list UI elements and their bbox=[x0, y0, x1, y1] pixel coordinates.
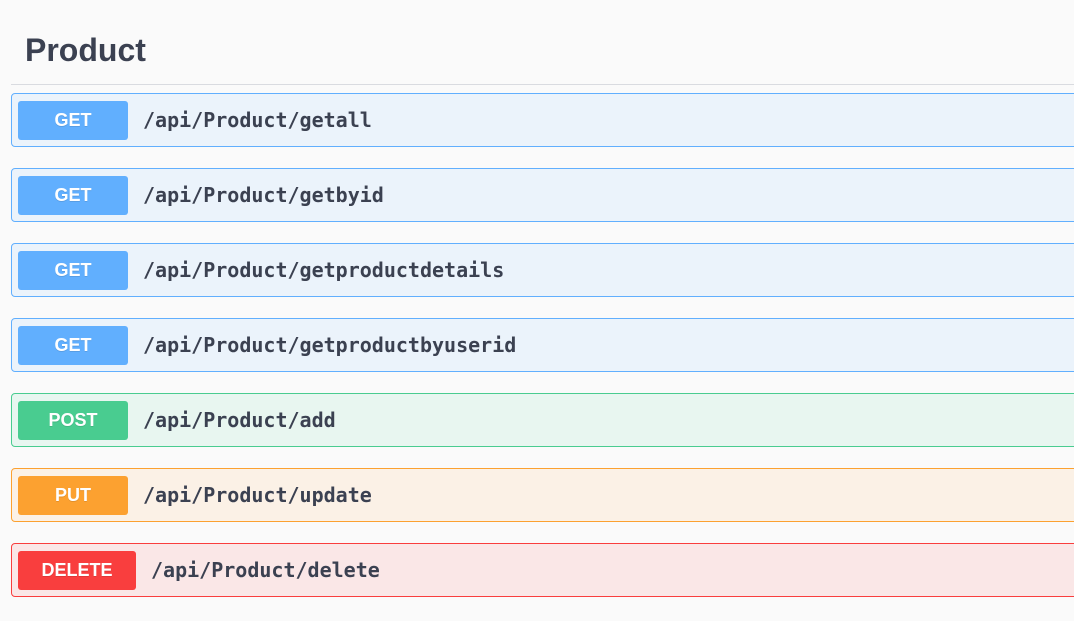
endpoint-path[interactable]: /api/Product/delete bbox=[151, 558, 380, 582]
endpoint-path[interactable]: /api/Product/getbyid bbox=[143, 183, 384, 207]
method-badge-delete[interactable]: DELETE bbox=[18, 551, 136, 590]
operation-put-update[interactable]: PUT /api/Product/update bbox=[11, 468, 1074, 522]
method-badge-post[interactable]: POST bbox=[18, 401, 128, 440]
operation-get-getproductdetails[interactable]: GET /api/Product/getproductdetails bbox=[11, 243, 1074, 297]
endpoint-path[interactable]: /api/Product/getall bbox=[143, 108, 372, 132]
operation-get-getbyid[interactable]: GET /api/Product/getbyid bbox=[11, 168, 1074, 222]
method-badge-get[interactable]: GET bbox=[18, 251, 128, 290]
endpoint-path[interactable]: /api/Product/getproductbyuserid bbox=[143, 333, 517, 357]
operation-post-add[interactable]: POST /api/Product/add bbox=[11, 393, 1074, 447]
method-badge-get[interactable]: GET bbox=[18, 176, 128, 215]
endpoint-path[interactable]: /api/Product/add bbox=[143, 408, 336, 432]
endpoint-path[interactable]: /api/Product/update bbox=[143, 483, 372, 507]
method-badge-get[interactable]: GET bbox=[18, 326, 128, 365]
endpoint-path[interactable]: /api/Product/getproductdetails bbox=[143, 258, 505, 282]
operation-get-getproductbyuserid[interactable]: GET /api/Product/getproductbyuserid bbox=[11, 318, 1074, 372]
method-badge-get[interactable]: GET bbox=[18, 101, 128, 140]
section-title[interactable]: Product bbox=[25, 32, 146, 68]
section-header[interactable]: Product bbox=[11, 0, 1074, 85]
operation-get-getall[interactable]: GET /api/Product/getall bbox=[11, 93, 1074, 147]
method-badge-put[interactable]: PUT bbox=[18, 476, 128, 515]
operation-delete-delete[interactable]: DELETE /api/Product/delete bbox=[11, 543, 1074, 597]
